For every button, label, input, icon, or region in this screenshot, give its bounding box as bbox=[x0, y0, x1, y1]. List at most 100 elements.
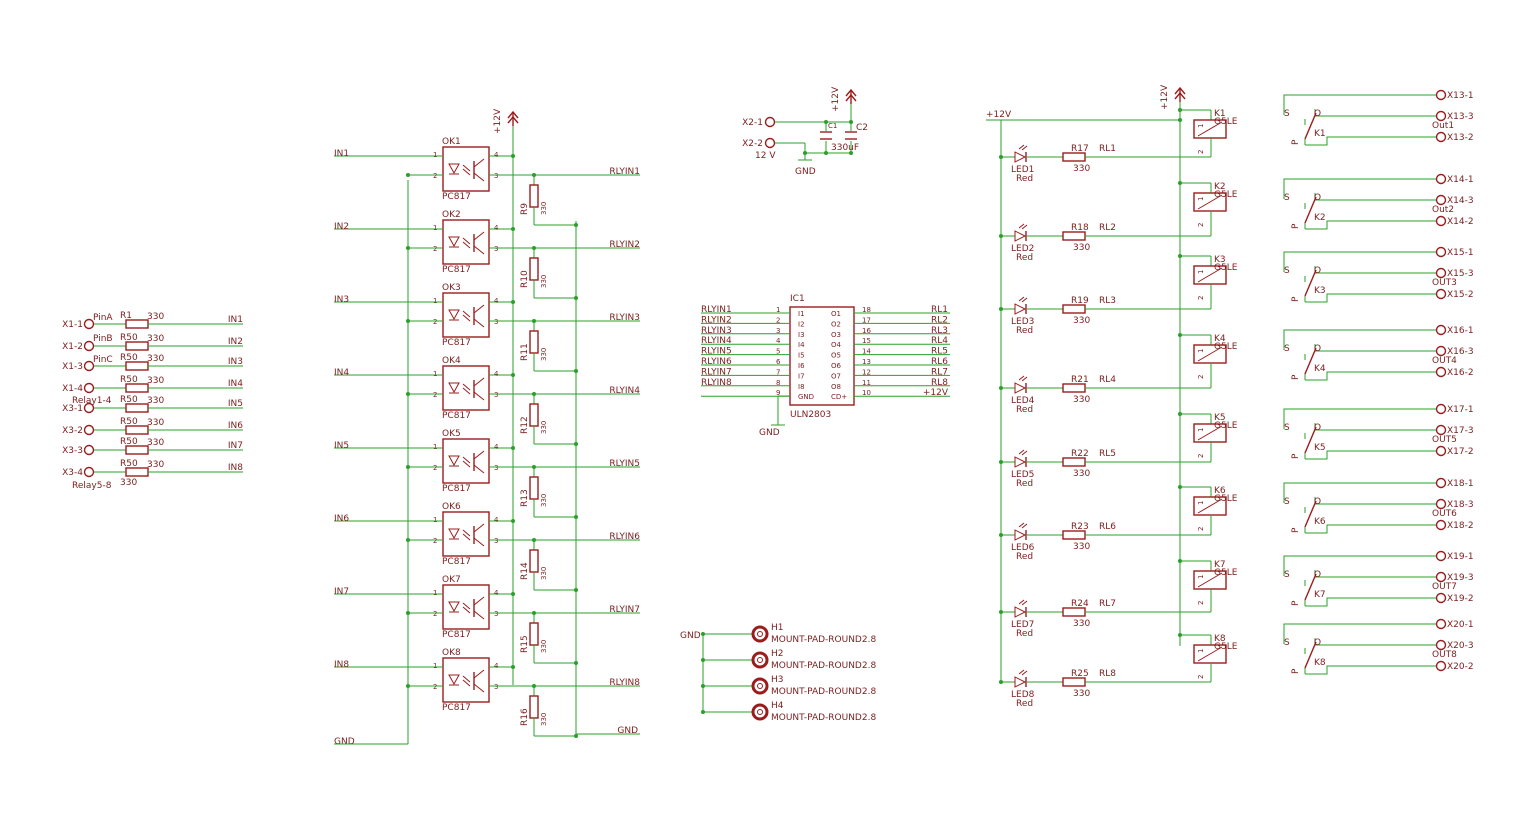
resistor bbox=[1062, 304, 1086, 314]
resistor-value: 330 bbox=[147, 418, 164, 428]
resistor-value: 330 bbox=[147, 376, 164, 386]
junction-dot bbox=[574, 515, 578, 519]
net-label: RL1 bbox=[931, 305, 948, 315]
label: 1 bbox=[1197, 575, 1205, 579]
pulldown-resistor bbox=[529, 257, 539, 281]
label: X1-3 bbox=[62, 362, 83, 372]
label: Relay5-8 bbox=[72, 481, 112, 491]
relay-coil bbox=[1193, 570, 1227, 590]
optocoupler-name: OK3 bbox=[442, 283, 461, 293]
symbol-line bbox=[1021, 450, 1028, 456]
pulldown-resistor bbox=[529, 549, 539, 573]
output-label: OUT7 bbox=[1432, 582, 1457, 592]
label: 3 bbox=[494, 391, 498, 399]
relay-name: K8 bbox=[1214, 634, 1226, 644]
supply-label: +12V bbox=[986, 110, 1012, 120]
resistor bbox=[1062, 152, 1086, 162]
wire bbox=[1283, 178, 1436, 199]
label: 2 bbox=[433, 464, 437, 472]
resistor-value: 330 bbox=[540, 640, 548, 653]
resistor-name: R13 bbox=[520, 489, 530, 507]
connector-pin bbox=[1435, 618, 1447, 630]
contact-letter: S bbox=[1284, 497, 1290, 507]
label: 3 bbox=[494, 683, 498, 691]
connector-pin-label: X18-3 bbox=[1447, 500, 1474, 510]
symbol-line bbox=[462, 314, 471, 322]
wire bbox=[1314, 423, 1436, 431]
resistor-value: 330 bbox=[147, 460, 164, 470]
wire bbox=[1305, 665, 1436, 675]
net-label: IN7 bbox=[334, 587, 349, 597]
label: PinB bbox=[93, 334, 113, 344]
led-name: LED8 bbox=[1011, 690, 1035, 700]
contact-letter: S bbox=[1284, 109, 1290, 119]
wire bbox=[1314, 266, 1436, 274]
connector-pin-label: X14-2 bbox=[1447, 217, 1474, 227]
wire bbox=[1305, 371, 1436, 381]
label: 1 bbox=[433, 443, 437, 451]
connector-pin bbox=[83, 424, 95, 436]
label: 1 bbox=[1197, 428, 1205, 432]
symbol-line bbox=[473, 669, 485, 679]
net-label: RLYIN6 bbox=[701, 357, 732, 367]
relay-coil bbox=[1193, 423, 1227, 443]
relay-coil bbox=[1193, 496, 1227, 516]
symbol-line bbox=[473, 231, 485, 241]
resistor bbox=[125, 445, 149, 455]
junction-dot bbox=[406, 173, 410, 177]
optocoupler-part: PC817 bbox=[442, 338, 471, 348]
label: X3-1 bbox=[62, 404, 83, 414]
connector-pin bbox=[764, 116, 776, 128]
pad-part: MOUNT-PAD-ROUND2.8 bbox=[771, 687, 876, 697]
label: 1 bbox=[1197, 270, 1205, 274]
symbol-line bbox=[1018, 522, 1025, 528]
mount-pad-hole bbox=[757, 709, 763, 715]
junction-dot bbox=[574, 734, 578, 738]
resistor bbox=[1062, 231, 1086, 241]
label: 18 bbox=[862, 306, 871, 314]
resistor-name: R18 bbox=[1071, 223, 1089, 233]
resistor-name: R12 bbox=[520, 416, 530, 434]
driver-ic-body bbox=[789, 306, 855, 406]
net-label: RLYIN3 bbox=[701, 326, 732, 336]
optocoupler-body bbox=[442, 292, 490, 338]
contact-letter: O bbox=[1314, 423, 1321, 433]
optocoupler-part: PC817 bbox=[442, 192, 471, 202]
label: 2 bbox=[433, 537, 437, 545]
wire bbox=[1305, 293, 1436, 303]
net-label: RL6 bbox=[1099, 522, 1116, 532]
resistor bbox=[125, 467, 149, 477]
label: 4 bbox=[494, 443, 499, 451]
relay-part: G5LE bbox=[1214, 190, 1238, 200]
relay-part: G5LE bbox=[1214, 263, 1238, 273]
connector-pin bbox=[1435, 288, 1447, 300]
output-label: OUT4 bbox=[1432, 356, 1457, 366]
net-label: RL8 bbox=[1099, 669, 1116, 679]
resistor-name: R50 bbox=[120, 437, 138, 447]
relay-contact-arm bbox=[1304, 426, 1317, 454]
net-label: IN4 bbox=[228, 379, 243, 389]
symbol-line bbox=[1021, 523, 1028, 529]
led-diode bbox=[1014, 230, 1027, 242]
net-label: RLYIN4 bbox=[701, 336, 732, 346]
relay-part: G5LE bbox=[1214, 642, 1238, 652]
net-label: RLYIN5 bbox=[609, 459, 640, 469]
symbol-line bbox=[473, 158, 485, 168]
optocoupler-led bbox=[448, 528, 460, 540]
pad-name: H3 bbox=[771, 675, 784, 685]
wire bbox=[1314, 497, 1436, 505]
optocoupler-part: PC817 bbox=[442, 703, 471, 713]
label: I2 bbox=[798, 320, 805, 328]
supply-label: +12V bbox=[831, 86, 841, 112]
resistor bbox=[125, 319, 149, 329]
pulldown-resistor bbox=[529, 622, 539, 646]
connector-pin bbox=[1435, 477, 1447, 489]
net-label: IN5 bbox=[228, 399, 243, 409]
symbol-line bbox=[1018, 223, 1025, 229]
label: 4 bbox=[494, 370, 499, 378]
relay-contact-arm bbox=[1304, 112, 1317, 140]
gnd-label: GND bbox=[617, 726, 638, 736]
optocoupler-name: OK8 bbox=[442, 648, 461, 658]
relay-name: K1 bbox=[1314, 129, 1326, 139]
connector-pin bbox=[1435, 324, 1447, 336]
